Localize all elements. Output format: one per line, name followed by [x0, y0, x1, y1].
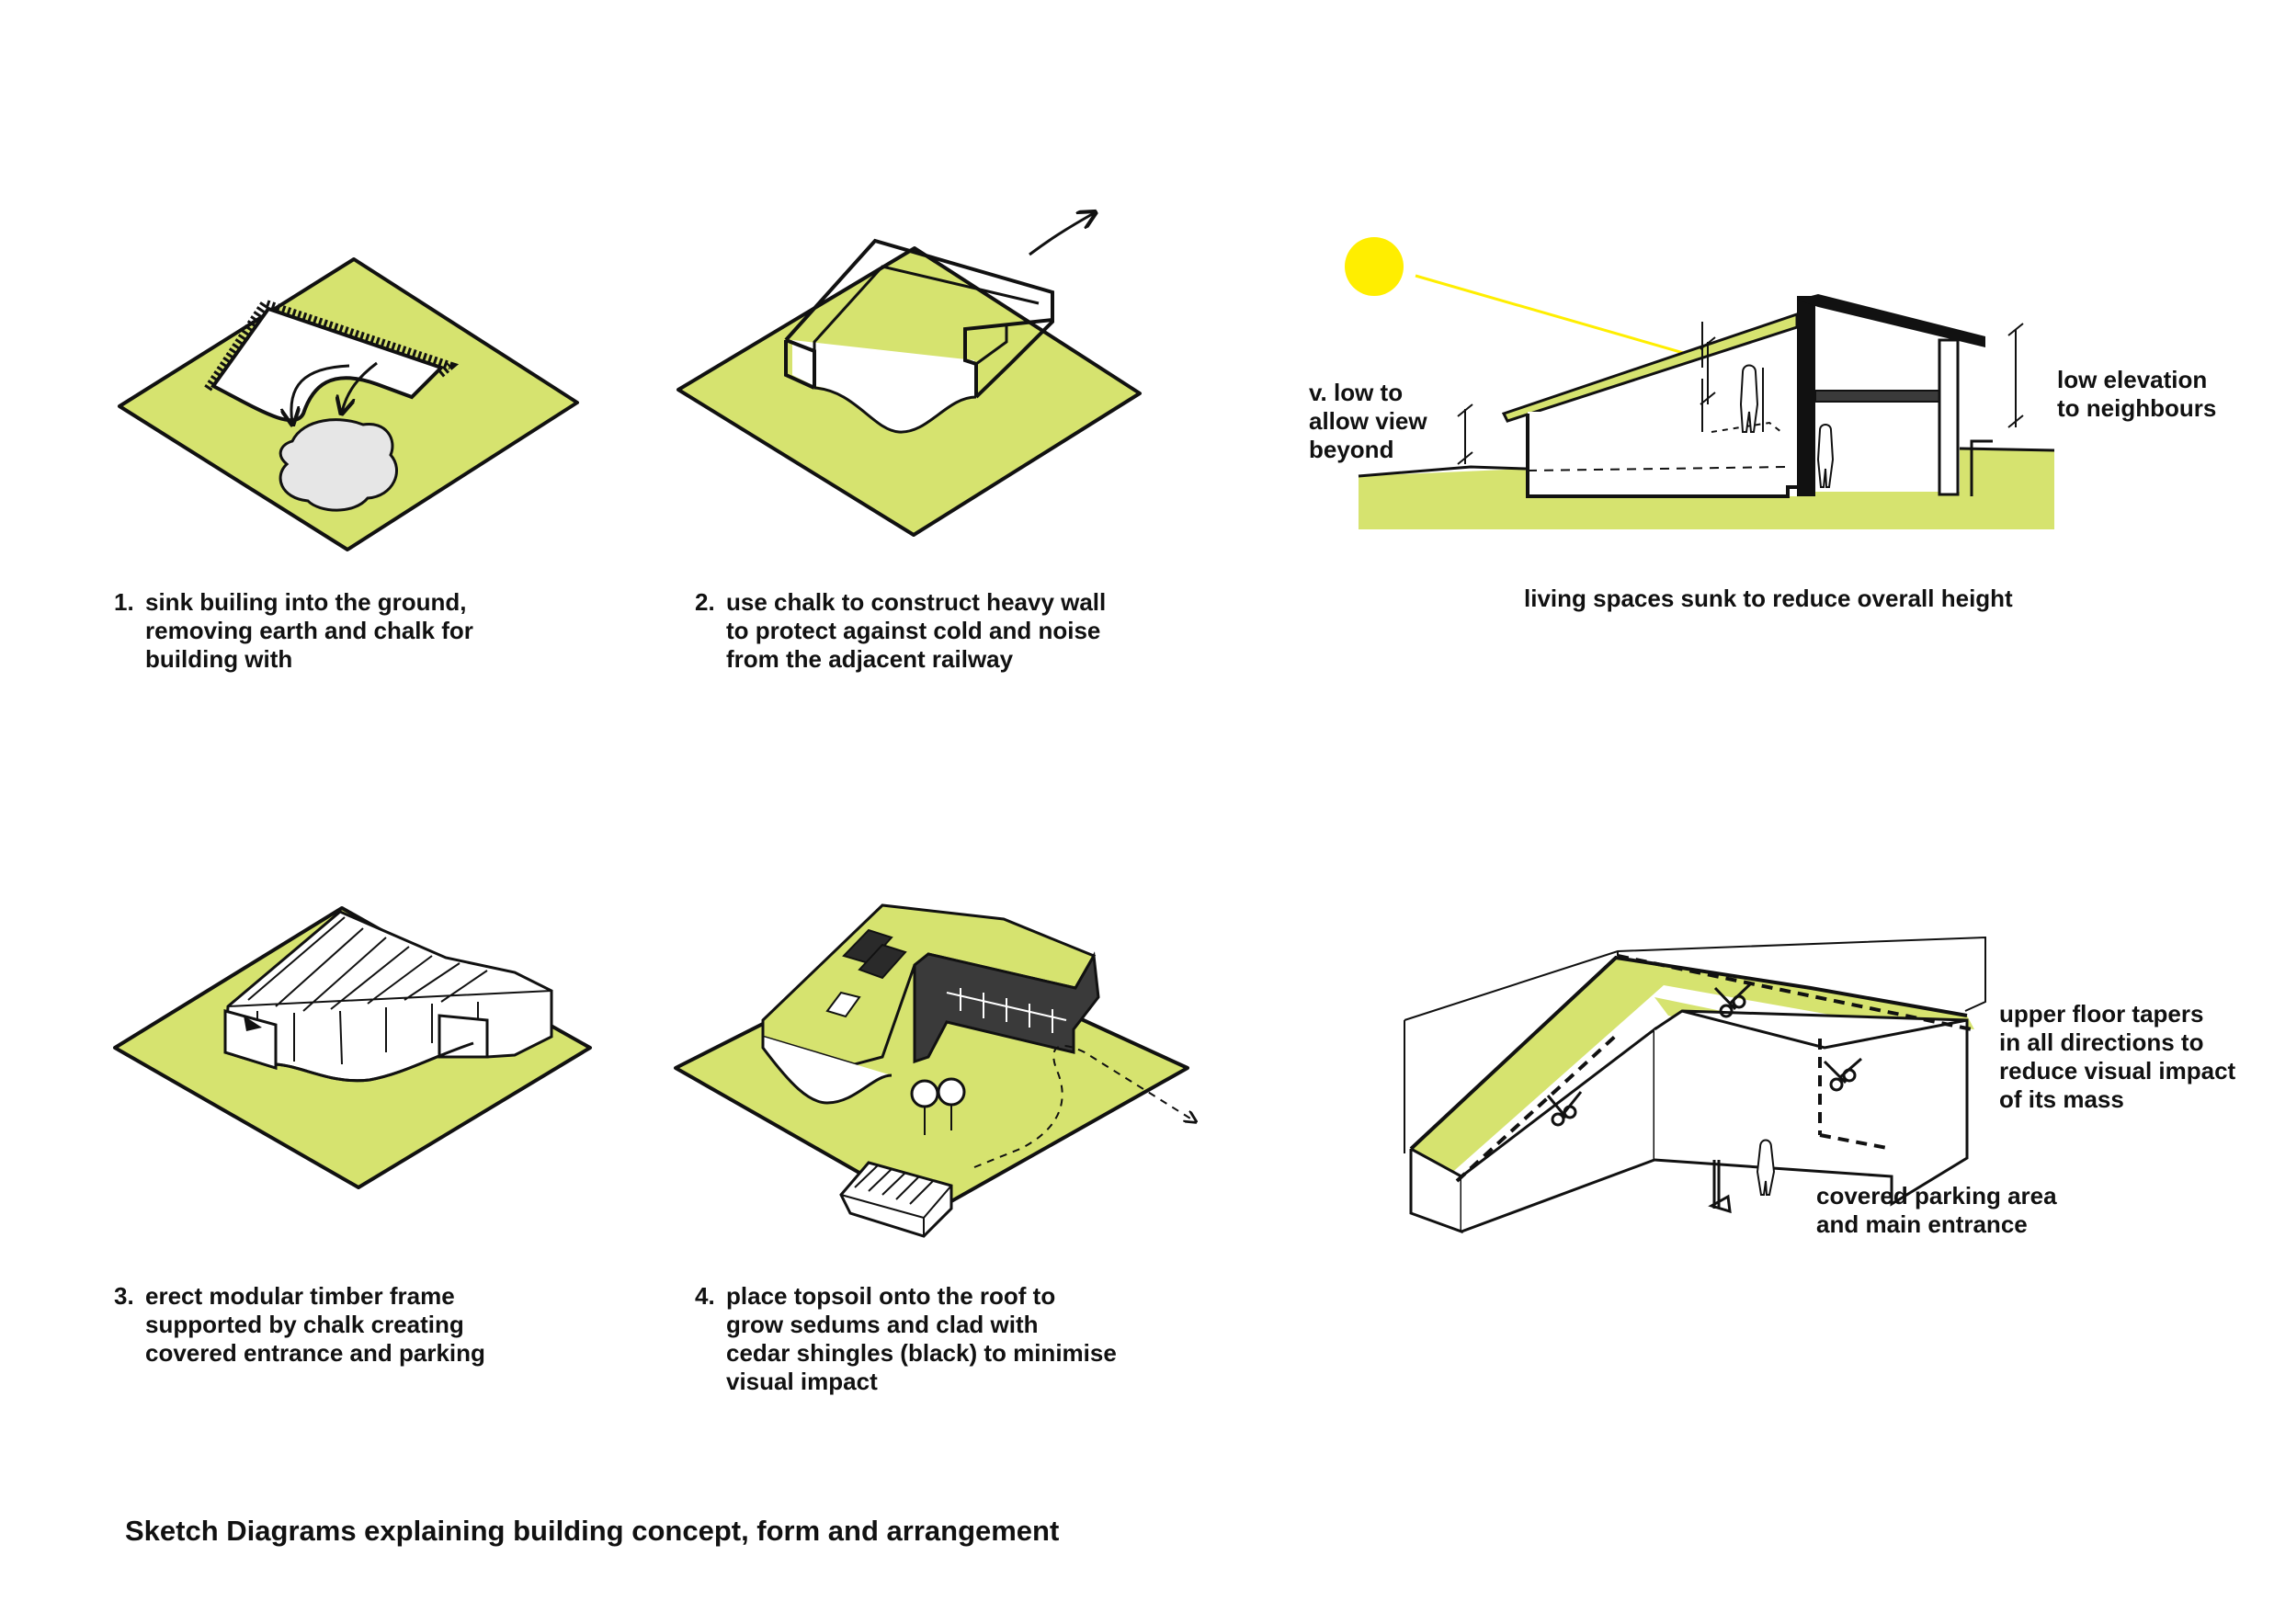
caption-line: place topsoil onto the roof to — [726, 1282, 1056, 1310]
spoil-arrow-1 — [291, 364, 350, 423]
caption-line: from the adjacent railway — [726, 645, 1014, 673]
sun-icon — [1345, 237, 1404, 296]
view-label: v. low to allow view beyond — [1309, 379, 1427, 464]
person-icon — [1756, 1139, 1776, 1196]
caption-line: to protect against cold and noise — [726, 617, 1101, 644]
label-line: to neighbours — [2057, 394, 2217, 422]
label-line: in all directions to — [1999, 1028, 2204, 1056]
parking-label: covered parking area and main entrance — [1816, 1182, 2057, 1239]
caption-line: sink builing into the ground, — [145, 588, 467, 616]
caption-line: visual impact — [726, 1368, 878, 1395]
panel-1-sketch — [118, 257, 579, 551]
label-line: beyond — [1309, 436, 1394, 463]
label-line: low elevation — [2057, 366, 2208, 393]
driveway-path — [973, 1044, 1195, 1168]
label-line: reduce visual impact — [1999, 1057, 2236, 1085]
solar-panels — [825, 928, 907, 1018]
caption-line: use chalk to construct heavy wall — [726, 588, 1107, 616]
caption-number: 2. — [695, 588, 715, 616]
caption-line: supported by chalk creating — [145, 1311, 464, 1338]
caption-number: 3. — [114, 1282, 134, 1310]
label-line: and main entrance — [1816, 1210, 2028, 1238]
building-section — [1457, 294, 2024, 498]
panel-6-sketch — [1404, 936, 1986, 1234]
caption-line: grow sedums and clad with — [726, 1311, 1039, 1338]
caption-line: cedar shingles (black) to minimise — [726, 1339, 1117, 1367]
sheet-title: Sketch Diagrams explaining building conc… — [125, 1515, 1060, 1547]
roof-plane — [1411, 958, 1974, 1176]
spoil-arrow-2 — [342, 361, 378, 412]
caption-line: building with — [145, 645, 293, 673]
chalk-pile — [279, 418, 398, 512]
panel-2-sketch — [677, 213, 1142, 537]
scissors-icon — [1823, 1057, 1862, 1092]
caption-number: 1. — [114, 588, 134, 616]
taper-label: upper floor tapers in all directions to … — [1999, 1000, 2235, 1114]
caption-line: removing earth and chalk for — [145, 617, 473, 644]
ground-section — [1359, 449, 2054, 529]
panel-3-sketch — [1345, 237, 2055, 529]
section-caption: living spaces sunk to reduce overall hei… — [1524, 585, 2013, 612]
panel-4-sketch — [674, 903, 1195, 1238]
north-arrow — [1029, 213, 1094, 256]
label-line: v. low to — [1309, 379, 1404, 406]
wireframe-envelope — [1404, 936, 1986, 1153]
excavation-pit — [204, 298, 460, 423]
caption-line: covered entrance and parking — [145, 1339, 485, 1367]
label-line: upper floor tapers — [1999, 1000, 2204, 1028]
panel-3-frame-sketch — [113, 906, 592, 1189]
label-line: of its mass — [1999, 1085, 2124, 1113]
sun-ray — [1415, 274, 1688, 356]
caption-number: 4. — [695, 1282, 715, 1310]
chalk-u-wall — [784, 238, 1054, 434]
label-line: allow view — [1309, 407, 1427, 435]
garage — [839, 1161, 953, 1238]
trees — [910, 1077, 966, 1135]
caption-line: erect modular timber frame — [145, 1282, 455, 1310]
label-line: covered parking area — [1816, 1182, 2057, 1209]
elevation-label: low elevation to neighbours — [2057, 366, 2216, 423]
scissors-icon — [1546, 1091, 1583, 1127]
ground-line — [1358, 447, 2055, 478]
scissors-icon — [1713, 982, 1753, 1018]
